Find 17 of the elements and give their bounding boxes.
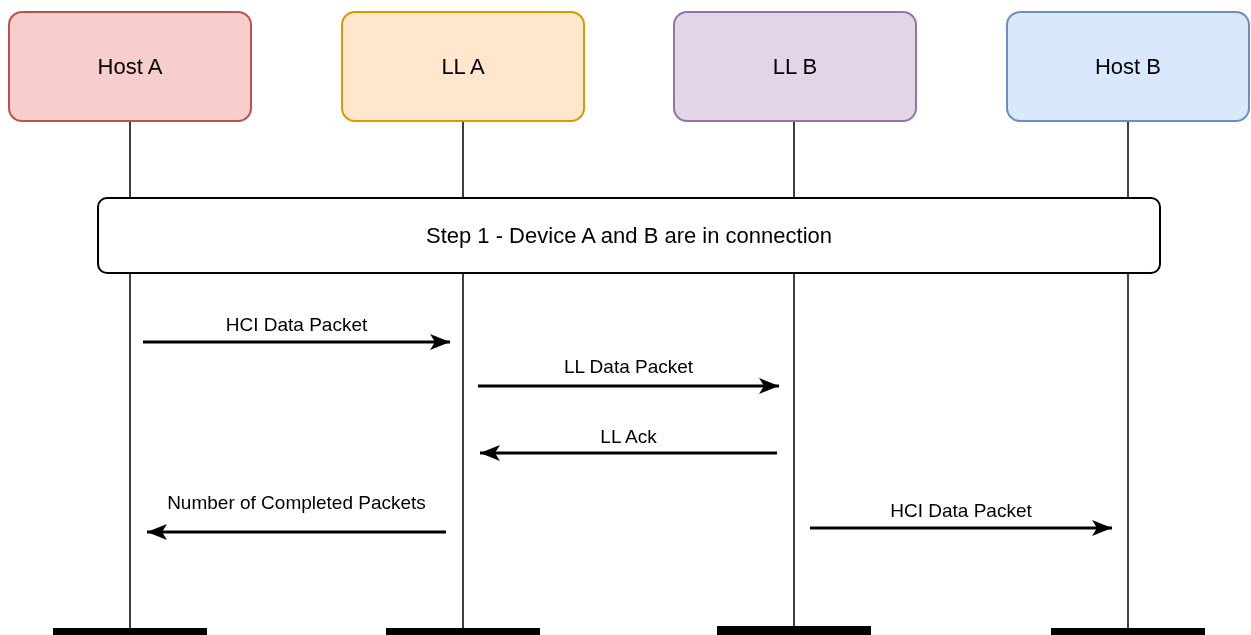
lifeline [717,122,871,635]
message-arrow [480,445,777,461]
participant-name: LL B [772,53,818,80]
step-band [97,197,1161,274]
message-arrow [143,334,450,350]
participant-box [8,11,252,122]
step-text: Step 1 - Device A and B are in connection [425,222,832,249]
participant-name: Host A [97,53,163,80]
participant-name: Host B [1095,53,1161,80]
message-arrow [810,520,1112,536]
lifeline [1051,122,1205,635]
participant-name: LL A [441,53,485,80]
message-arrow [147,524,446,540]
participant-box [673,11,917,122]
participant-box [341,11,585,122]
participant-box [1006,11,1250,122]
message-arrow [478,378,779,394]
